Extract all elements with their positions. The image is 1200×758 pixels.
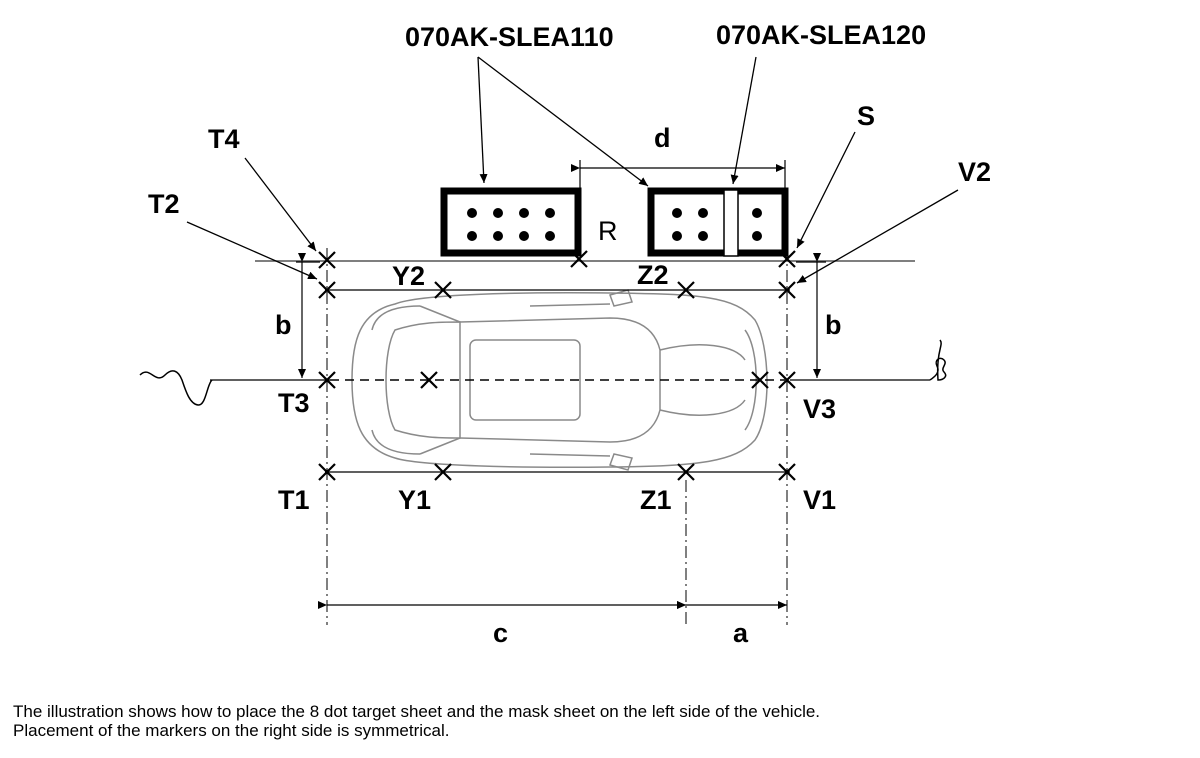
label-t3: T3 (278, 388, 310, 418)
label-z2: Z2 (637, 260, 669, 290)
marker-front (751, 371, 769, 389)
marker-v1 (778, 463, 796, 481)
x-markers (318, 250, 796, 481)
target-sheet-part-number: 070AK-SLEA110 (405, 22, 614, 52)
marker-v2 (778, 281, 796, 299)
guide-lines (210, 289, 930, 473)
label-v3: V3 (803, 394, 836, 424)
marker-center (420, 371, 438, 389)
label-y1: Y1 (398, 485, 431, 515)
label-z1: Z1 (640, 485, 672, 515)
marker-t1 (318, 463, 336, 481)
dimension-lines (296, 160, 826, 609)
target-sheet-8-dot (440, 187, 582, 257)
label-t2: T2 (148, 189, 180, 219)
marker-y2 (434, 281, 452, 299)
caption-line-2: Placement of the markers on the right si… (13, 721, 450, 740)
label-v2: V2 (958, 157, 991, 187)
caption: The illustration shows how to place the … (13, 702, 820, 740)
caption-line-1: The illustration shows how to place the … (13, 702, 821, 721)
marker-r (570, 250, 588, 268)
mask-sheet-part-number: 070AK-SLEA120 (716, 20, 926, 50)
marker-z1 (677, 463, 695, 481)
label-t4: T4 (208, 124, 240, 154)
label-v1: V1 (803, 485, 836, 515)
marker-y1 (434, 463, 452, 481)
dimension-d: d (654, 123, 671, 153)
marker-t4 (318, 251, 336, 269)
right-cable (929, 339, 947, 381)
reference-lines (326, 248, 788, 625)
label-y2: Y2 (392, 261, 425, 291)
marker-t3 (318, 371, 336, 389)
marker-t2 (318, 281, 336, 299)
marker-s (778, 250, 796, 268)
dimension-c: c (493, 618, 508, 648)
label-s: S (857, 101, 875, 131)
mask-sheet (647, 187, 789, 257)
dimension-a: a (733, 618, 749, 648)
marker-v3 (778, 371, 796, 389)
label-t1: T1 (278, 485, 310, 515)
leader-arrows (186, 56, 959, 284)
dimension-b-right: b (825, 310, 842, 340)
dimension-b-left: b (275, 310, 292, 340)
marker-z2 (677, 281, 695, 299)
label-r: R (598, 216, 618, 246)
left-cable (139, 370, 213, 406)
